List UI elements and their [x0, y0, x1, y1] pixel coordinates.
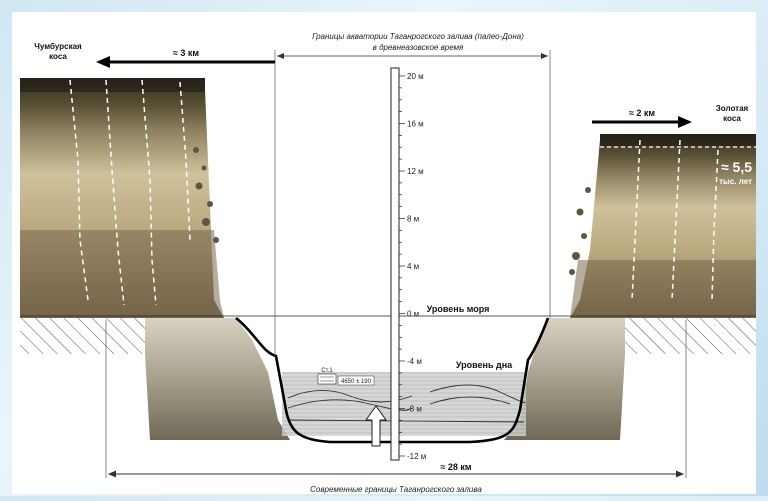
scale-label: -12 м: [407, 452, 426, 461]
right-distance-label: ≈ 2 км: [629, 108, 655, 118]
left-spit-label-line2: коса: [49, 52, 67, 61]
top-caption-line2: в древнеазовское время: [373, 43, 464, 52]
depth-scale-bar: [391, 68, 399, 460]
bottom-level-label: Уровень дна: [456, 360, 513, 370]
left-cliff-soil: [20, 78, 205, 92]
right-cliff-soil: [600, 134, 756, 146]
scale-label: 12 м: [407, 167, 424, 176]
age-value: ≈ 5,5: [721, 159, 752, 175]
bottom-distance-label: ≈ 28 км: [440, 462, 471, 472]
scale-label: -8 м: [407, 405, 422, 414]
age-unit: тыс. лет: [719, 177, 752, 186]
right-spit-label-line2: коса: [723, 114, 741, 123]
left-distance-label: ≈ 3 км: [173, 48, 199, 58]
bottom-caption: Современные границы Таганрогского залива: [310, 485, 482, 494]
scale-label: 4 м: [407, 262, 419, 271]
scale-label: 8 м: [407, 215, 419, 224]
left-bedrock-hatch: [20, 318, 145, 354]
right-cliff-talus: [570, 260, 756, 318]
scale-label: 0 м: [407, 310, 419, 319]
left-spit-label-line1: Чумбурская: [34, 42, 82, 51]
top-caption-line1: Границы акватории Таганрогского залива (…: [312, 32, 524, 41]
scale-label: 16 м: [407, 120, 424, 129]
scale-label: 20 м: [407, 72, 424, 81]
sea-level-label: Уровень моря: [427, 304, 490, 314]
left-cliff-talus: [20, 230, 224, 318]
right-bedrock-hatch: [625, 318, 756, 354]
station-date: 4650 ± 190: [341, 379, 372, 385]
right-spit-label-line1: Золотая: [716, 104, 749, 113]
scale-label: -4 м: [407, 357, 422, 366]
station-core-box: [318, 374, 336, 384]
station-name: Ст.1: [321, 368, 333, 374]
